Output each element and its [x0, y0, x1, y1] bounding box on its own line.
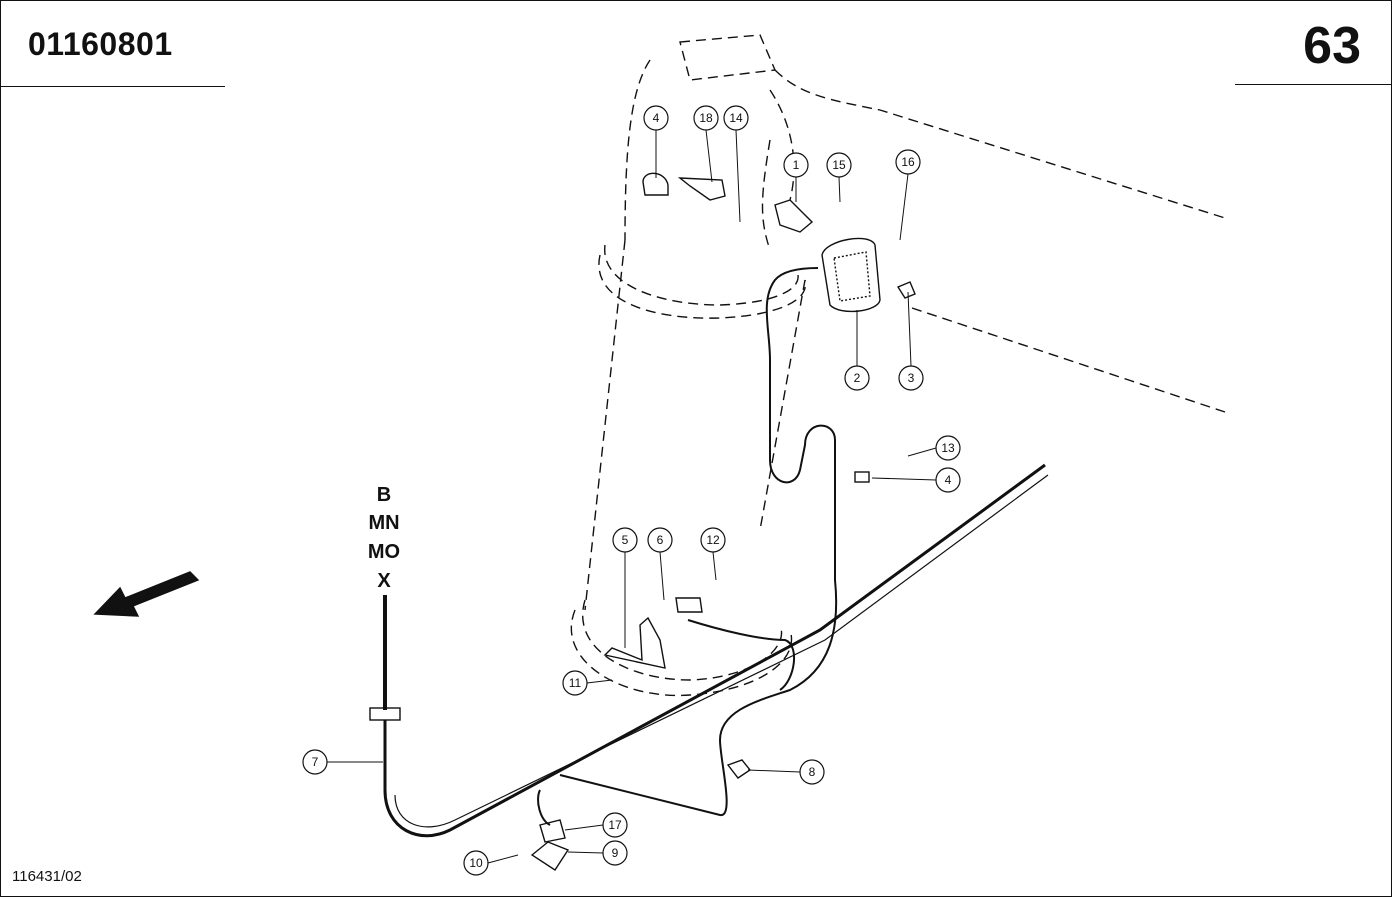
callout-6: 6 [647, 527, 673, 553]
svg-text:17: 17 [608, 818, 622, 832]
svg-text:3: 3 [908, 371, 915, 385]
svg-text:1: 1 [793, 158, 800, 172]
callout-3: 3 [898, 365, 924, 391]
harness-cable [383, 463, 1046, 838]
callout-1: 1 [783, 152, 809, 178]
callout-9: 9 [602, 840, 628, 866]
svg-text:4: 4 [945, 473, 952, 487]
svg-text:16: 16 [901, 155, 915, 169]
variant-label: MO [367, 541, 401, 563]
callout-16: 16 [895, 149, 921, 175]
svg-text:18: 18 [699, 111, 713, 125]
ground-cable [537, 789, 551, 826]
sensor-cable [687, 619, 796, 691]
svg-text:7: 7 [312, 755, 319, 769]
variant-label: MN [368, 512, 400, 534]
callout-11: 11 [562, 670, 588, 696]
clip-part [642, 172, 669, 196]
grommet [369, 707, 401, 721]
plug-part [896, 281, 916, 299]
harness-cable [394, 474, 1049, 828]
callout-13: 13 [935, 435, 961, 461]
svg-text:11: 11 [569, 676, 582, 690]
callout-8: 8 [799, 759, 825, 785]
callout-4: 4 [935, 467, 961, 493]
svg-text:8: 8 [809, 765, 816, 779]
bracket-part [774, 199, 814, 233]
callout-18: 18 [693, 105, 719, 131]
svg-text:2: 2 [854, 371, 861, 385]
direction-arrow-icon [93, 571, 200, 617]
svg-text:6: 6 [657, 533, 664, 547]
svg-text:13: 13 [941, 441, 955, 455]
svg-text:12: 12 [706, 533, 720, 547]
work-light-housing [821, 237, 881, 313]
callout-10: 10 [463, 850, 489, 876]
callout-4: 4 [643, 105, 669, 131]
svg-text:4: 4 [653, 111, 660, 125]
ground-bracket-part [530, 841, 570, 871]
connector-part [539, 819, 566, 843]
drawing-reference: 116431/02 [12, 868, 82, 885]
callout-12: 12 [700, 527, 726, 553]
callout-15: 15 [826, 152, 852, 178]
svg-text:5: 5 [622, 533, 629, 547]
callout-14: 14 [723, 105, 749, 131]
sensor-part [675, 597, 703, 613]
page-number: 63 [1303, 17, 1361, 75]
leader-lines [327, 129, 937, 864]
callout-5: 5 [612, 527, 638, 553]
bracket-part [677, 177, 726, 201]
nut-part [854, 471, 870, 483]
svg-text:15: 15 [832, 158, 846, 172]
callout-2: 2 [844, 365, 870, 391]
document-number: 01160801 [28, 26, 173, 62]
variant-label: B [376, 484, 392, 506]
svg-text:9: 9 [612, 846, 619, 860]
header-rule-left [0, 86, 225, 87]
svg-text:10: 10 [469, 856, 483, 870]
svg-text:14: 14 [729, 111, 743, 125]
callout-17: 17 [602, 812, 628, 838]
callout-7: 7 [302, 749, 328, 775]
light-cable [559, 267, 838, 816]
clamp-part [726, 759, 752, 779]
header-rule-right [1235, 84, 1392, 85]
bracket-part [603, 616, 666, 669]
variant-label: X [377, 570, 391, 592]
tank-outline [570, 34, 1226, 697]
